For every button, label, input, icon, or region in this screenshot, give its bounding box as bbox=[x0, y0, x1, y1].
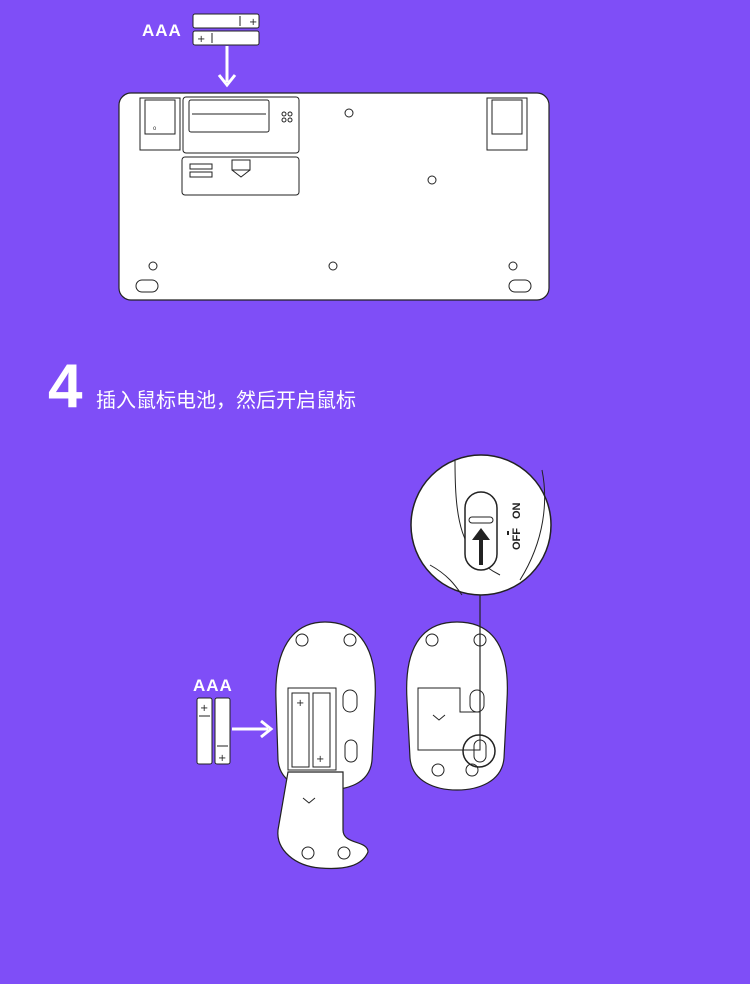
step-number: 4 bbox=[48, 352, 83, 421]
keyboard-battery-label: AAA bbox=[142, 21, 182, 40]
svg-text:+: + bbox=[316, 754, 324, 765]
mouse-battery-label: AAA bbox=[193, 676, 233, 695]
svg-text:+: + bbox=[218, 753, 226, 764]
up-arrow-icon bbox=[472, 528, 490, 565]
switch-on-label: ON bbox=[511, 502, 523, 519]
down-arrow-icon bbox=[217, 46, 237, 88]
power-switch-zoom: OFF ON bbox=[410, 454, 552, 596]
switch-off-label: OFF bbox=[511, 528, 523, 550]
mouse-underside-open: + + bbox=[275, 621, 376, 870]
step-instruction: 插入鼠标电池，然后开启鼠标 bbox=[96, 388, 356, 412]
keyboard-underside: ₀ bbox=[118, 92, 550, 301]
svg-text:+: + bbox=[200, 703, 208, 714]
svg-text:+: + bbox=[249, 17, 257, 28]
svg-text:+: + bbox=[296, 698, 304, 709]
svg-text:₀: ₀ bbox=[153, 123, 156, 132]
aaa-battery-pair-vertical: + + bbox=[196, 697, 231, 765]
aaa-battery-pair: + + bbox=[192, 13, 260, 46]
mouse-underside-closed bbox=[406, 590, 508, 791]
svg-text:+: + bbox=[197, 34, 205, 45]
right-arrow-icon bbox=[232, 719, 274, 739]
